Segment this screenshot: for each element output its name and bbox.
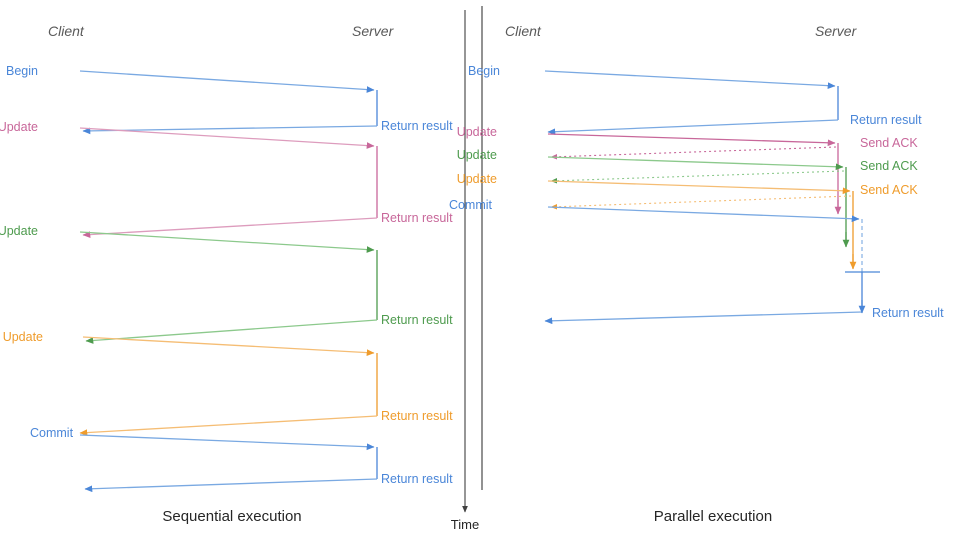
client-label-par-update-1: Update (457, 125, 497, 139)
lane-title-client: Client (48, 23, 85, 39)
lane-title-server-parallel: Server (815, 23, 858, 39)
client-label-par-begin: Begin (468, 64, 500, 78)
lane-title-client-parallel: Client (505, 23, 542, 39)
client-label-update-2: Update (0, 224, 38, 238)
response-arrow-par-commit (544, 311, 863, 325)
client-label-par-update-3: Update (457, 172, 497, 186)
response-arrow-update-1 (82, 217, 378, 238)
message-par-update-1: Update Send ACK (457, 125, 918, 215)
message-seq-update-3: Update Return result (3, 330, 453, 436)
response-arrow-update-2 (85, 319, 378, 344)
message-seq-begin: Begin Return result (6, 64, 453, 135)
server-label-par-update-3-ack: Send ACK (860, 183, 918, 197)
server-label-update-1-return: Return result (381, 211, 453, 225)
message-par-commit: Commit Return result (449, 198, 944, 325)
time-axis-label: Time (451, 517, 479, 532)
client-label-par-commit: Commit (449, 198, 493, 212)
request-arrow-update-3 (82, 336, 375, 356)
server-label-par-update-2-ack: Send ACK (860, 159, 918, 173)
message-par-update-3: Update Send ACK (457, 172, 918, 270)
server-label-update-3-return: Return result (381, 409, 453, 423)
response-arrow-begin (82, 125, 378, 135)
message-par-update-2: Update Send ACK (457, 148, 918, 248)
message-par-begin: Begin Return result (468, 64, 922, 136)
server-label-par-begin-return: Return result (850, 113, 922, 127)
lane-title-server: Server (352, 23, 395, 39)
ack-arrow-par-update-3 (550, 195, 852, 210)
request-arrow-update-2 (79, 231, 375, 253)
message-seq-commit: Commit Return result (30, 426, 453, 493)
request-arrow-begin (79, 70, 375, 93)
client-label-par-update-2: Update (457, 148, 497, 162)
message-seq-update-2: Update Return result (0, 224, 453, 344)
ack-arrow-par-update-1 (550, 146, 837, 160)
request-arrow-commit (79, 434, 375, 451)
client-label-update-3: Update (3, 330, 43, 344)
request-arrow-par-update-1 (547, 133, 836, 147)
server-label-update-2-return: Return result (381, 313, 453, 327)
server-label-begin-return: Return result (381, 119, 453, 133)
client-label-begin: Begin (6, 64, 38, 78)
client-label-commit: Commit (30, 426, 74, 440)
caption-sequential: Sequential execution (162, 508, 301, 525)
panel-parallel: Client Server Begin Return result Update… (449, 23, 944, 525)
server-label-par-commit-return: Return result (872, 306, 944, 320)
server-label-commit-return: Return result (381, 472, 453, 486)
response-arrow-par-begin (547, 119, 839, 136)
panel-sequential: Client Server Begin Return result Update… (0, 23, 453, 525)
response-arrow-update-3 (79, 415, 378, 436)
response-arrow-commit (84, 478, 378, 493)
caption-parallel: Parallel execution (654, 508, 772, 525)
request-arrow-par-update-3 (547, 180, 851, 195)
request-arrow-par-begin (544, 70, 836, 89)
message-seq-update-1: Update Return result (0, 120, 453, 238)
server-label-par-update-1-ack: Send ACK (860, 136, 918, 150)
ack-arrow-par-update-2 (550, 170, 845, 184)
request-arrow-update-1 (79, 127, 375, 149)
request-arrow-par-commit (547, 206, 860, 223)
request-arrow-par-update-2 (547, 156, 844, 171)
client-label-update-1: Update (0, 120, 38, 134)
